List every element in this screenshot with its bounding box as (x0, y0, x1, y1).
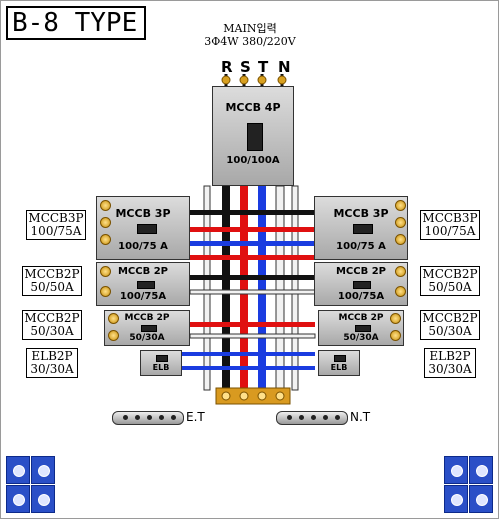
side-label-left-elb2p: ELB2P 30/30A (26, 348, 78, 378)
main-input-line2: 3Φ4W 380/220V (204, 35, 296, 48)
terminal-screw (395, 200, 406, 211)
side-label-line2: 50/30A (30, 324, 74, 338)
side-label-left-mccb2p-50-30: MCCB2P 50/30A (22, 310, 82, 340)
phase-label-s: S (240, 58, 251, 76)
side-label-line2: 50/50A (428, 280, 472, 294)
mccb-3p-right-rating: 100/75 A (336, 241, 386, 252)
elb-left[interactable]: ELB (140, 350, 182, 376)
side-label-line1: ELB2P (429, 349, 471, 363)
mccb-2p-large-right-toggle[interactable] (353, 281, 371, 289)
mccb-2p-large-left[interactable]: MCCB 2P 100/75A (96, 262, 190, 306)
elb-left-label: ELB (152, 363, 170, 372)
terminal-screw (395, 286, 406, 297)
bottom-lugs (215, 387, 291, 405)
mccb-2p-small-left-toggle[interactable] (141, 325, 157, 332)
terminal-screw (108, 313, 119, 324)
side-label-left-mccb2p-50-50: MCCB2P 50/50A (22, 266, 82, 296)
main-input-line1: MAIN입력 (223, 22, 277, 35)
mccb-2p-small-left-title: MCCB 2P (124, 313, 170, 323)
side-label-left-mccb3p: MCCB3P 100/75A (26, 210, 86, 240)
side-label-right-elb2p: ELB2P 30/30A (424, 348, 476, 378)
terminal-screw (390, 330, 401, 341)
main-input-label: MAIN입력 3Φ4W 380/220V (190, 22, 310, 48)
terminal-screw (395, 234, 406, 245)
side-label-line1: MCCB3P (28, 211, 84, 225)
mccb-2p-small-right-rating: 50/30A (343, 333, 379, 343)
mccb-3p-right-toggle[interactable] (353, 224, 373, 234)
mccb-3p-left[interactable]: MCCB 3P 100/75 A (96, 196, 190, 260)
side-label-right-mccb2p-50-50: MCCB2P 50/50A (420, 266, 480, 296)
terminal-screw (395, 266, 406, 277)
mccb-2p-large-left-toggle[interactable] (137, 281, 155, 289)
vertical-bus-bars (203, 185, 299, 391)
mccb-2p-large-right-rating: 100/75A (337, 291, 385, 302)
mccb-3p-left-title: MCCB 3P (115, 207, 171, 220)
mccb-2p-large-left-rating: 100/75A (119, 291, 167, 302)
elb-right-toggle[interactable] (334, 355, 346, 362)
side-label-line2: 100/75A (30, 224, 82, 238)
mccb-2p-large-right[interactable]: MCCB 2P 100/75A (314, 262, 408, 306)
side-label-right-mccb2p-50-30: MCCB2P 50/30A (420, 310, 480, 340)
mccb-2p-large-right-title: MCCB 2P (335, 266, 387, 277)
mccb-2p-small-right-title: MCCB 2P (338, 313, 384, 323)
terminal-block-bottom-left (6, 456, 56, 514)
side-label-line2: 50/30A (428, 324, 472, 338)
mccb-3p-left-rating: 100/75 A (118, 241, 168, 252)
phase-label-n: N (278, 58, 291, 76)
mccb-3p-left-toggle[interactable] (137, 224, 157, 234)
earth-terminal-label: E.T (186, 410, 205, 424)
incoming-leads (221, 74, 287, 86)
side-label-line1: MCCB2P (24, 267, 80, 281)
elb-left-toggle[interactable] (156, 355, 168, 362)
mccb-2p-large-left-title: MCCB 2P (117, 266, 169, 277)
phase-label-r: R (221, 58, 233, 76)
side-label-line1: MCCB2P (422, 267, 478, 281)
side-label-line1: ELB2P (31, 349, 73, 363)
diagram-title: B-8 TYPE (6, 6, 146, 40)
terminal-screw (395, 217, 406, 228)
side-label-line1: MCCB2P (24, 311, 80, 325)
terminal-screw (100, 217, 111, 228)
mccb-3p-right[interactable]: MCCB 3P 100/75 A (314, 196, 408, 260)
side-label-right-mccb3p: MCCB3P 100/75A (420, 210, 480, 240)
horizontal-feeders (150, 210, 316, 370)
earth-terminal-bar (112, 411, 184, 425)
neutral-terminal-label: N.T (350, 410, 371, 424)
side-label-line2: 30/30A (30, 362, 74, 376)
main-breaker-title: MCCB 4P (225, 101, 281, 114)
elb-right-label: ELB (330, 363, 348, 372)
mccb-3p-right-title: MCCB 3P (333, 207, 389, 220)
mccb-2p-small-right-toggle[interactable] (355, 325, 371, 332)
side-label-line2: 30/30A (428, 362, 472, 376)
mccb-2p-small-right[interactable]: MCCB 2P 50/30A (318, 310, 404, 346)
main-breaker-rating: 100/100A (226, 155, 280, 166)
terminal-screw (108, 330, 119, 341)
mccb-2p-small-left-rating: 50/30A (129, 333, 165, 343)
main-breaker-mccb-4p[interactable]: MCCB 4P 100/100A (212, 86, 294, 186)
terminal-block-bottom-right (444, 456, 494, 514)
neutral-terminal-bar (276, 411, 348, 425)
terminal-screw (390, 313, 401, 324)
phase-label-t: T (258, 58, 269, 76)
terminal-screw (100, 234, 111, 245)
side-label-line1: MCCB2P (422, 311, 478, 325)
elb-right[interactable]: ELB (318, 350, 360, 376)
side-label-line2: 100/75A (424, 224, 476, 238)
side-label-line1: MCCB3P (422, 211, 478, 225)
terminal-screw (100, 200, 111, 211)
terminal-screw (100, 266, 111, 277)
side-label-line2: 50/50A (30, 280, 74, 294)
main-breaker-toggle[interactable] (247, 123, 263, 151)
terminal-screw (100, 286, 111, 297)
